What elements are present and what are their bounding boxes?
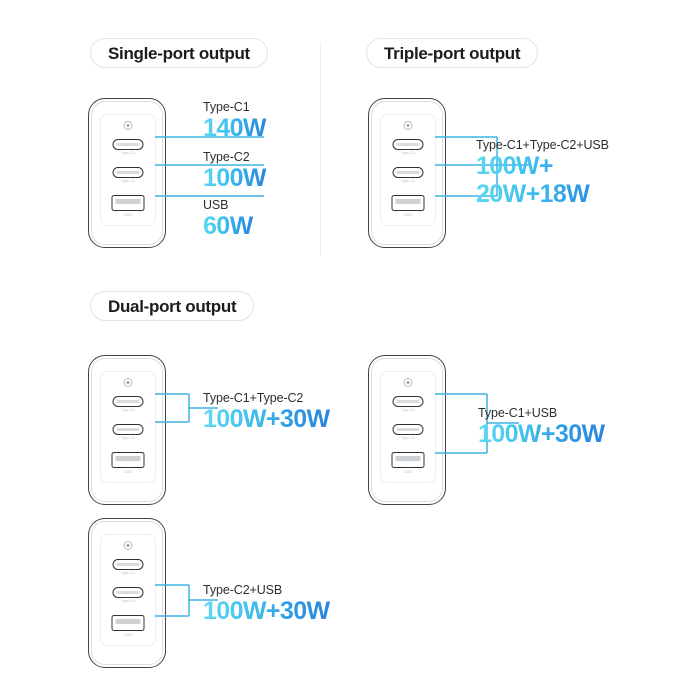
charger-device-dual-c1-c2: Type-C1 Type-C2 USB: [88, 355, 166, 505]
usb-c1-port: [392, 396, 424, 407]
usb-a-port-label: USB: [124, 213, 132, 217]
section-heading-label: Dual-port output: [108, 296, 237, 316]
charger-face-panel: Type-C1 Type-C2 USB: [100, 114, 156, 226]
callout-value: 100W+30W: [203, 405, 330, 434]
section-heading-single-port: Single-port output: [90, 38, 268, 68]
charger-device-dual-c2-usb: Type-C1 Type-C2 USB: [88, 518, 166, 668]
charger-face-panel: Type-C1 Type-C2 USB: [100, 534, 156, 646]
callout-title: Type-C2: [203, 150, 250, 164]
usb-c1-port: [112, 139, 144, 150]
usb-a-port-label: USB: [404, 470, 412, 474]
callout-single-usb: USB 60W: [203, 198, 253, 240]
usb-c2-port: [112, 587, 144, 598]
section-heading-dual-port: Dual-port output: [90, 291, 255, 321]
callout-title: Type-C1: [203, 100, 250, 114]
usb-c2-port-label: Type-C2: [120, 179, 136, 183]
callout-value-line1: 100W+: [476, 152, 609, 180]
usb-c1-port-label: Type-C1: [120, 408, 136, 412]
usb-c1-port: [112, 396, 144, 407]
usb-c2-port-label: Type-C2: [400, 179, 416, 183]
section-heading-label: Single-port output: [108, 43, 250, 63]
usb-c1-port-label: Type-C1: [120, 151, 136, 155]
charger-face-panel: Type-C1 Type-C2 USB: [380, 114, 436, 226]
charger-face-panel: Type-C1 Type-C2 USB: [100, 371, 156, 483]
callout-value: 140W: [203, 114, 267, 143]
usb-a-port: [111, 195, 145, 211]
callout-value: 100W+30W: [478, 420, 605, 449]
section-heading-label: Triple-port output: [384, 43, 521, 63]
callout-title: USB: [203, 198, 229, 212]
usb-a-port: [391, 452, 425, 468]
usb-c2-port: [112, 424, 144, 435]
usb-c1-port-label: Type-C1: [400, 151, 416, 155]
callout-title: Type-C1+Type-C2: [203, 391, 304, 405]
callout-single-c1: Type-C1 140W: [203, 100, 267, 143]
callout-value: 100W+30W: [203, 597, 330, 626]
callout-value: 100W: [203, 164, 267, 193]
callout-title: Type-C2+USB: [203, 583, 283, 597]
callout-value: 60W: [203, 212, 253, 241]
usb-c2-port-label: Type-C2: [400, 436, 416, 440]
section-heading-triple-port: Triple-port output: [366, 38, 539, 68]
power-indicator-icon: [123, 541, 133, 550]
usb-c1-port: [392, 139, 424, 150]
charger-device-dual-c1-usb: Type-C1 Type-C2 USB: [368, 355, 446, 505]
charger-face-panel: Type-C1 Type-C2 USB: [380, 371, 436, 483]
callout-value-line2: 20W+18W: [476, 180, 609, 208]
usb-c1-port-label: Type-C1: [400, 408, 416, 412]
usb-a-port: [111, 452, 145, 468]
usb-c1-port: [112, 559, 144, 570]
callout-dual-c2-usb: Type-C2+USB 100W+30W: [203, 583, 330, 625]
power-indicator-icon: [403, 378, 413, 387]
power-indicator-icon: [403, 121, 413, 130]
usb-c2-port: [392, 424, 424, 435]
callout-title: Type-C1+Type-C2+USB: [476, 138, 609, 152]
section-divider: [320, 42, 321, 256]
usb-a-port: [391, 195, 425, 211]
usb-c2-port-label: Type-C2: [120, 436, 136, 440]
usb-c2-port-label: Type-C2: [120, 599, 136, 603]
usb-c2-port: [112, 167, 144, 178]
usb-a-port-label: USB: [124, 470, 132, 474]
callout-dual-c1-usb: Type-C1+USB 100W+30W: [478, 406, 605, 448]
usb-c2-port: [392, 167, 424, 178]
callout-triple-all: Type-C1+Type-C2+USB 100W+ 20W+18W: [476, 138, 609, 208]
usb-a-port-label: USB: [404, 213, 412, 217]
usb-a-port: [111, 615, 145, 631]
charger-device-single-port: Type-C1 Type-C2 USB: [88, 98, 166, 248]
usb-a-port-label: USB: [124, 633, 132, 637]
charger-device-triple-port: Type-C1 Type-C2 USB: [368, 98, 446, 248]
usb-c1-port-label: Type-C1: [120, 571, 136, 575]
callout-title: Type-C1+USB: [478, 406, 558, 420]
power-indicator-icon: [123, 378, 133, 387]
callout-dual-c1-c2: Type-C1+Type-C2 100W+30W: [203, 391, 330, 433]
power-indicator-icon: [123, 121, 133, 130]
callout-single-c2: Type-C2 100W: [203, 150, 267, 193]
